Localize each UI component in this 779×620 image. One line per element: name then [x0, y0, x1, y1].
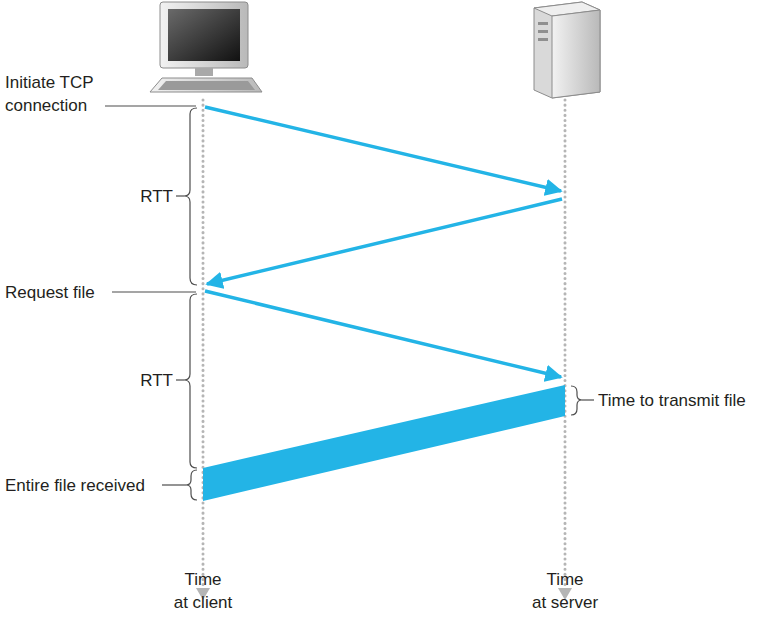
event-label: Entire file received — [5, 474, 145, 497]
axis-label: Time at client — [171, 568, 235, 614]
bracket — [105, 106, 594, 500]
interval-label: RTT — [140, 185, 173, 208]
interval-label: RTT — [140, 369, 173, 392]
interval-label: Time to transmit file — [598, 389, 746, 412]
file-transfer-band — [203, 385, 565, 501]
event-label: Request file — [5, 281, 95, 304]
time-axis — [203, 100, 565, 588]
server-tower — [534, 2, 600, 98]
message-arrow — [205, 107, 562, 377]
axis-label: Time at server — [529, 568, 601, 614]
client-computer — [150, 2, 262, 92]
event-label: Initiate TCP connection — [5, 71, 105, 117]
